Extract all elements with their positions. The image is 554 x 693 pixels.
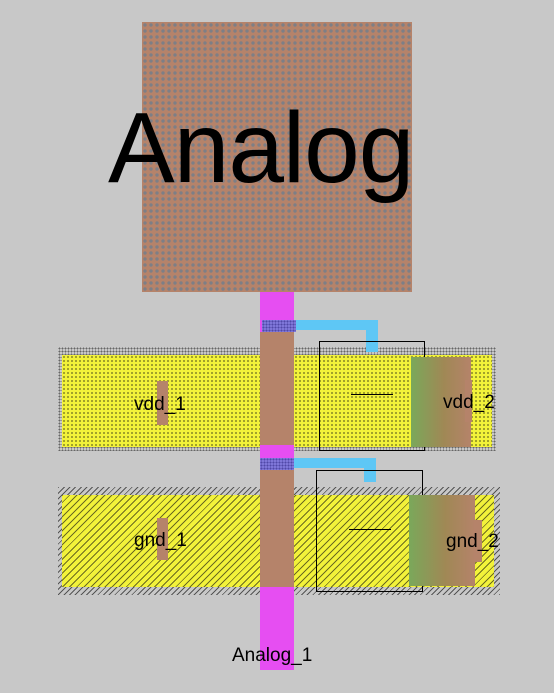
route-top-horizontal[interactable] [296, 320, 378, 330]
gnd-right-pin [475, 520, 482, 562]
vdd-cell-mark [351, 394, 393, 395]
crosshair-icon: + [267, 149, 276, 165]
gnd-right-label: gnd_2 [446, 531, 499, 552]
vdd-right-pin [465, 380, 472, 422]
vdd-right-label: vdd_2 [443, 392, 495, 413]
gnd-left-label: gnd_1 [134, 530, 187, 551]
gnd-cell-box[interactable] [316, 470, 423, 592]
via-middle [260, 458, 294, 470]
route-bottom-horizontal[interactable] [294, 458, 376, 468]
gnd-right-terminal [409, 495, 475, 586]
strap-metal-gnd [260, 470, 294, 587]
vdd-left-label: vdd_1 [134, 394, 186, 415]
pad-label: Analog [108, 92, 414, 204]
analog-pad[interactable] [142, 22, 412, 292]
route-top-vertical[interactable] [366, 320, 378, 352]
vdd-right-terminal [411, 357, 471, 447]
via-top [262, 320, 296, 332]
vdd-left-pin [157, 381, 168, 425]
gnd-cell-mark [349, 529, 391, 530]
strap-metal-vdd [260, 332, 294, 445]
gnd-left-pin [157, 518, 168, 560]
analog-pin-label: Analog_1 [232, 645, 313, 666]
vdd-cell-box[interactable] [319, 341, 425, 451]
